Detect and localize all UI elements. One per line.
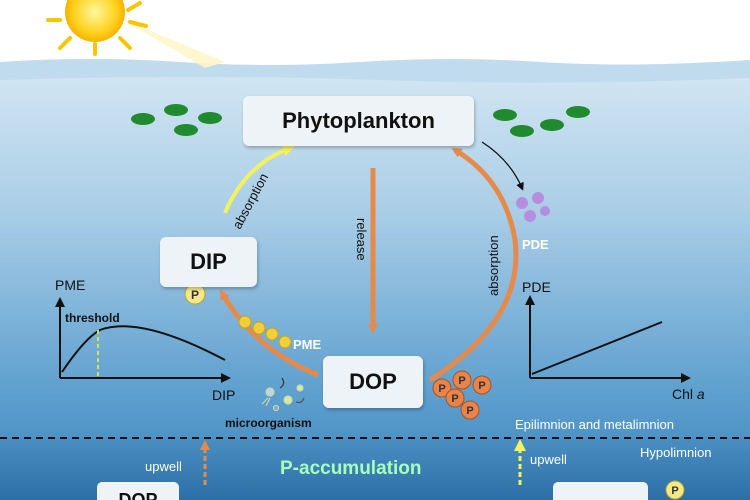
dop-bottom-label: DOP [118,490,157,500]
pme-hydrolysis-arrow [219,289,319,378]
right-graph-line [531,321,663,375]
microorganism-label: microorganism [225,416,312,430]
right-graph: PDE Chl a [522,279,705,402]
upwell-label-right: upwell [530,452,567,467]
left-graph-xlabel: DIP [212,387,235,403]
svg-text:P: P [438,383,445,395]
left-graph-ylabel: PME [55,277,85,293]
pde-label: PDE [522,237,549,252]
hypolimnion-label: Hypolimnion [640,445,712,460]
left-graph-curve [61,325,226,373]
absorption-arrow-left [223,144,295,214]
pde-arrow [481,141,524,191]
right-graph-xlabel: Chl a [672,386,705,402]
pde-enzyme-icon [516,192,550,222]
absorption-arrow-right [428,147,519,383]
sun-icon [46,0,225,68]
absorption-label-right: absorption [486,235,501,296]
svg-text:P: P [191,288,199,302]
threshold-label: threshold [65,311,120,325]
left-graph: PME threshold DIP [55,277,235,403]
right-graph-ylabel: PDE [522,279,551,295]
bottom-phosphate-icon: P [665,480,685,500]
water-surface [0,59,750,83]
phytoplankton-box: Phytoplankton [243,96,474,146]
release-label: release [354,218,369,261]
sky [0,0,750,70]
dop-phosphate-cluster-icon: P P P P P [432,370,492,420]
pme-label: PME [293,337,322,352]
pme-enzyme-icon [238,315,292,349]
svg-text:P: P [671,485,678,497]
algae-left-icon [131,104,222,136]
dop-bottom-box [97,482,179,500]
dip-phosphate-icon: P [184,283,206,305]
microorganism-icon [261,377,305,412]
epilimnion-label: Epilimnion and metalimnion [515,417,674,432]
bottom-right-box [553,482,648,500]
svg-text:P: P [451,393,458,405]
upwell-label-left: upwell [145,459,182,474]
svg-text:P: P [458,375,465,387]
algae-right-icon [493,106,590,137]
dop-box: DOP [323,356,423,408]
svg-text:P: P [466,405,473,417]
dip-box: DIP [160,237,257,287]
p-accumulation-label: P-accumulation [280,458,421,479]
svg-text:P: P [478,380,485,392]
